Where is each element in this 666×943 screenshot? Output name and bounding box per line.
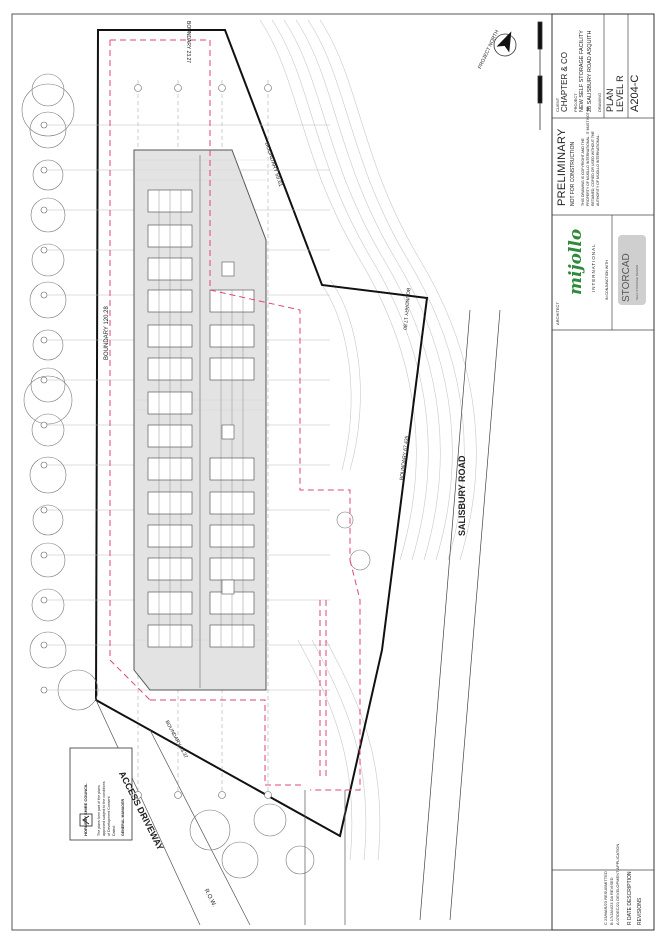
title-block-dividers — [552, 14, 654, 871]
project-line-2: 28 SALISBURY ROAD ASQUITH — [587, 30, 593, 112]
storcad-logo-icon — [618, 235, 646, 305]
revisions-line-2: B 17/JAN/23 DA REVISED — [609, 877, 614, 925]
architect-sub: INTERNATIONAL — [591, 243, 596, 292]
project-label: PROJECT — [573, 93, 578, 112]
partner-name: STORCAD — [621, 253, 632, 302]
road-edges — [419, 309, 501, 921]
drawing-title-2: LEVEL R — [615, 75, 625, 112]
revisions-line-3: A 07/DEC/21 DEVELOPMENT APPLICATION — [615, 843, 620, 925]
client-name: CHAPTER & CO — [560, 51, 569, 112]
conjunction-label: IN CONJUNCTION WITH — [605, 260, 609, 300]
stamp-manager: GENERAL MANAGER — [121, 798, 125, 836]
scale-bar — [537, 21, 543, 130]
drawing-label: DRAWING — [597, 92, 602, 112]
drawing-title-1: PLAN — [605, 88, 615, 112]
revisions-line-1: C 23/MAR/23 RESUBMITTED — [603, 871, 608, 925]
lift-cores — [221, 261, 235, 595]
status-preliminary: PRELIMINARY — [556, 128, 568, 206]
project-line-1: NEW SELF STORAGE FACILITY — [579, 30, 585, 112]
stamp-org: HORNSBY SHIRE COUNCIL — [83, 783, 88, 836]
architect-label: ARCHITECT — [555, 302, 560, 325]
status-sub: NOT FOR CONSTRUCTION — [570, 141, 576, 206]
unit-dividers — [158, 190, 244, 647]
trees — [21, 73, 371, 879]
revisions-header: R DATE DESCRIPTION — [627, 871, 633, 925]
north-arrow-icon — [493, 31, 517, 57]
contour-lines — [259, 19, 477, 861]
copyright-line-1: THIS DRAWING IS COPYRIGHT AND THE — [581, 138, 585, 206]
setback-lines — [109, 39, 361, 791]
copyright-line-2: PROPERTY OF MIJOLLO INTERNATIONAL. IT MU… — [586, 106, 590, 206]
council-logo-icon — [79, 813, 93, 827]
drawing-number: A204-C — [629, 74, 641, 112]
architect-logo: mijollo — [566, 228, 586, 295]
copyright-line-4: AUTHORITY OF MIJOLLO INTERNATIONAL. — [596, 134, 600, 206]
revisions-label: REVISIONS — [637, 897, 643, 925]
boundary-top-label: BOUNDARY 23.27 — [185, 21, 191, 64]
stamp-line-4: Dated: — [112, 825, 116, 836]
driveway-lines — [95, 699, 346, 926]
partner-sub: SELF STORAGE DESIGN — [635, 264, 639, 300]
property-boundary — [94, 29, 429, 838]
grid-bubbles — [40, 84, 272, 799]
road-label: SALISBURY ROAD — [457, 455, 467, 536]
title-block-frame — [551, 13, 655, 931]
boundary-left-label: BOUNDARY 120.28 — [104, 306, 110, 360]
copyright-line-3: RETAINED, COPIED OR USED WITHOUT THE — [591, 131, 595, 206]
